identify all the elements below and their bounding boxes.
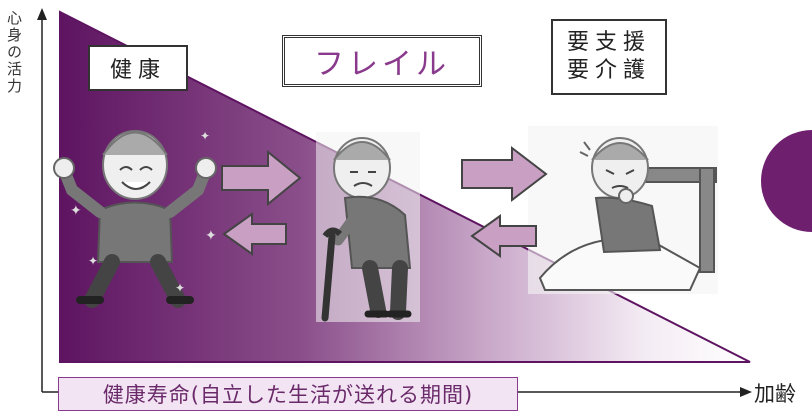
svg-text:✦: ✦ (88, 254, 98, 268)
care-line-2: 要介護 (566, 58, 651, 83)
stage-label-care: 要支援 要介護 (551, 19, 667, 95)
x-axis-label: 加齢 (754, 382, 796, 406)
y-axis (37, 8, 47, 392)
y-axis-label: 心身の活力 (5, 10, 23, 95)
svg-text:✦: ✦ (200, 129, 210, 143)
svg-text:✦: ✦ (70, 203, 82, 219)
right-arrow-icon (461, 145, 548, 203)
happy-elderly-man-icon: ✦ ✦ ✦ ✦ ✦ (53, 129, 217, 308)
left-arrow-icon (222, 212, 287, 256)
stage-label-healthy: 健康 (88, 45, 188, 91)
left-arrow-icon (470, 214, 537, 258)
right-edge-circle (761, 130, 812, 232)
right-arrow-icon (221, 149, 302, 207)
healthy-life-span-label: 健康寿命(自立した生活が送れる期間) (58, 377, 518, 411)
care-line-1: 要支援 (566, 30, 651, 55)
frail-elderly-man-with-cane-icon (316, 132, 420, 322)
svg-text:✦: ✦ (175, 281, 185, 295)
bedridden-elderly-man-icon (528, 126, 718, 294)
stage-label-frailty: フレイル (282, 35, 482, 87)
svg-text:✦: ✦ (205, 228, 217, 244)
